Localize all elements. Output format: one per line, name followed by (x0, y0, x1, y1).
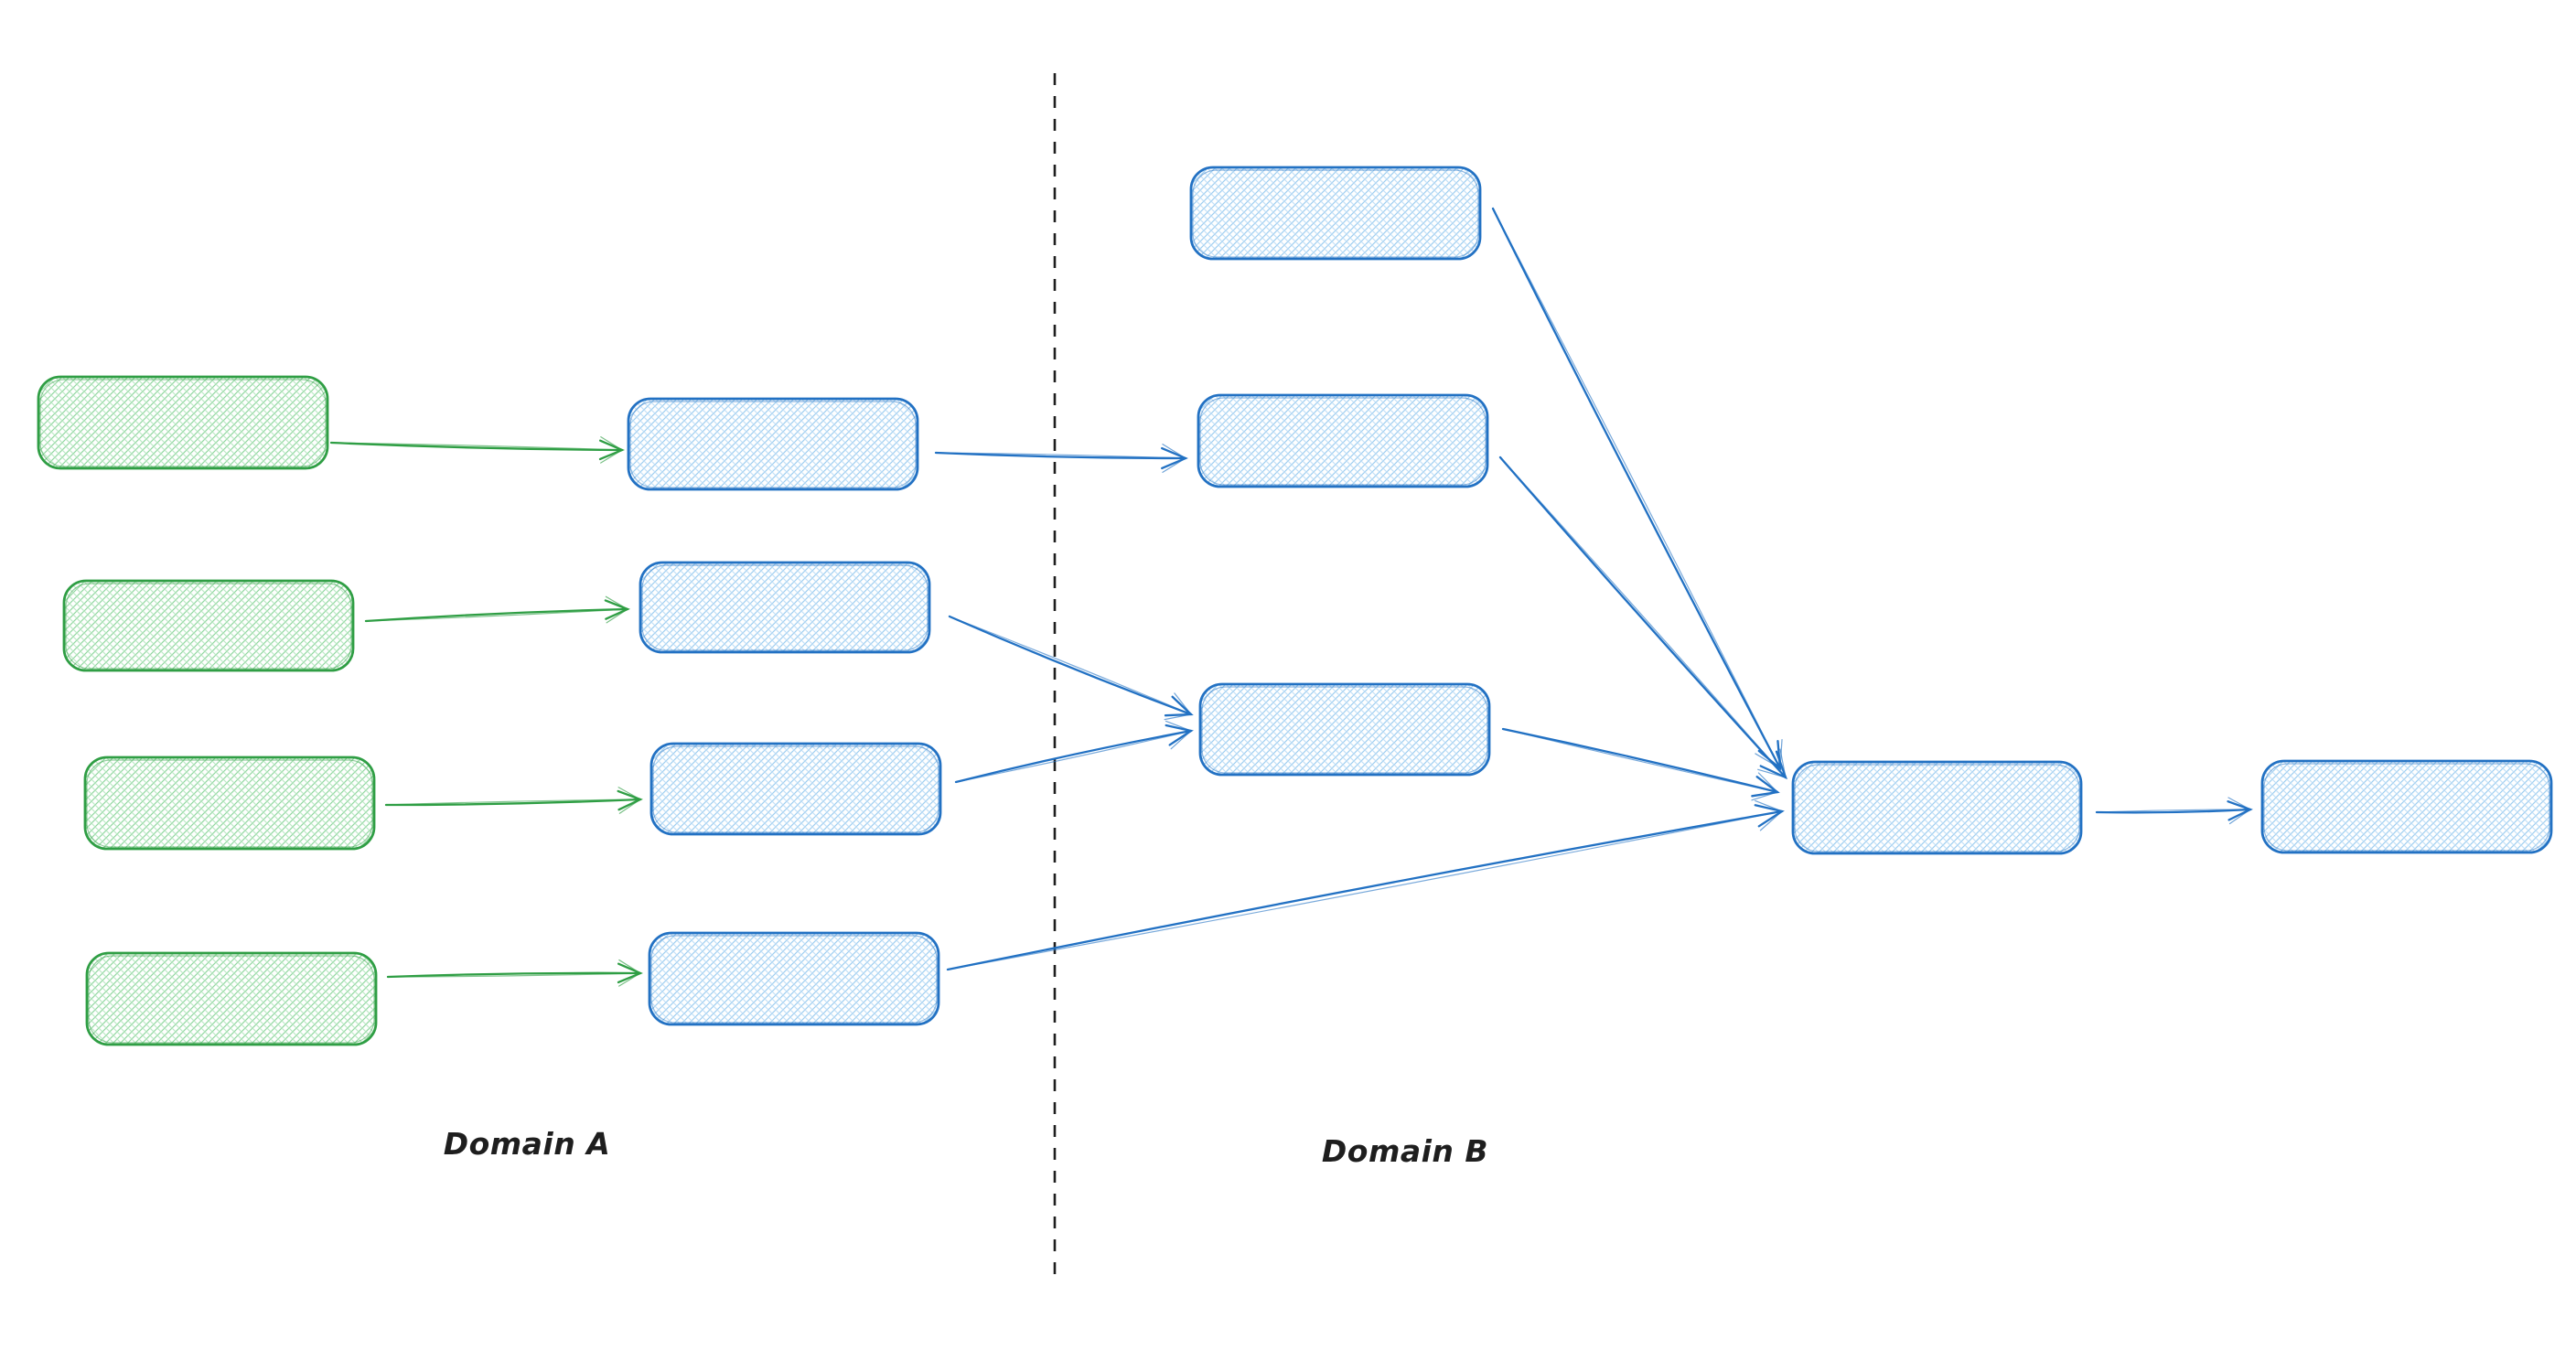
green-box-2 (62, 579, 355, 672)
merge-box (1791, 760, 2083, 855)
green-box-1 (37, 375, 329, 470)
domain-b-label: Domain B (1322, 1133, 1488, 1169)
arrow-a1-b2 (934, 444, 1188, 473)
blue-box-b3 (1198, 682, 1491, 777)
arrow-b1-merge (1491, 207, 1783, 771)
arrow-b2-merge (1498, 456, 1787, 780)
blue-box-b1 (1189, 166, 1482, 261)
edges-layer (329, 207, 2253, 987)
arrow-merge-out (2095, 797, 2253, 825)
blue-box-a4 (648, 931, 940, 1026)
blue-box-a2 (639, 561, 931, 654)
output-box (2260, 759, 2553, 854)
arrow-g1-a1 (329, 435, 625, 464)
green-box-3 (83, 756, 376, 851)
arrow-a2-b3 (948, 615, 1194, 721)
blue-box-a3 (649, 742, 942, 836)
blue-box-b2 (1197, 393, 1489, 488)
green-box-4 (85, 951, 378, 1046)
blue-box-a1 (627, 397, 919, 491)
domain-a-label: Domain A (444, 1126, 611, 1162)
arrow-a3-b3 (954, 720, 1194, 784)
nodes-layer (37, 166, 2553, 1046)
arrow-g3-a3 (384, 787, 643, 814)
arrow-g4-a4 (386, 959, 643, 987)
arrow-g2-a2 (364, 595, 630, 624)
arrow-a4-merge (946, 799, 1785, 971)
arrow-b3-merge (1501, 727, 1780, 801)
